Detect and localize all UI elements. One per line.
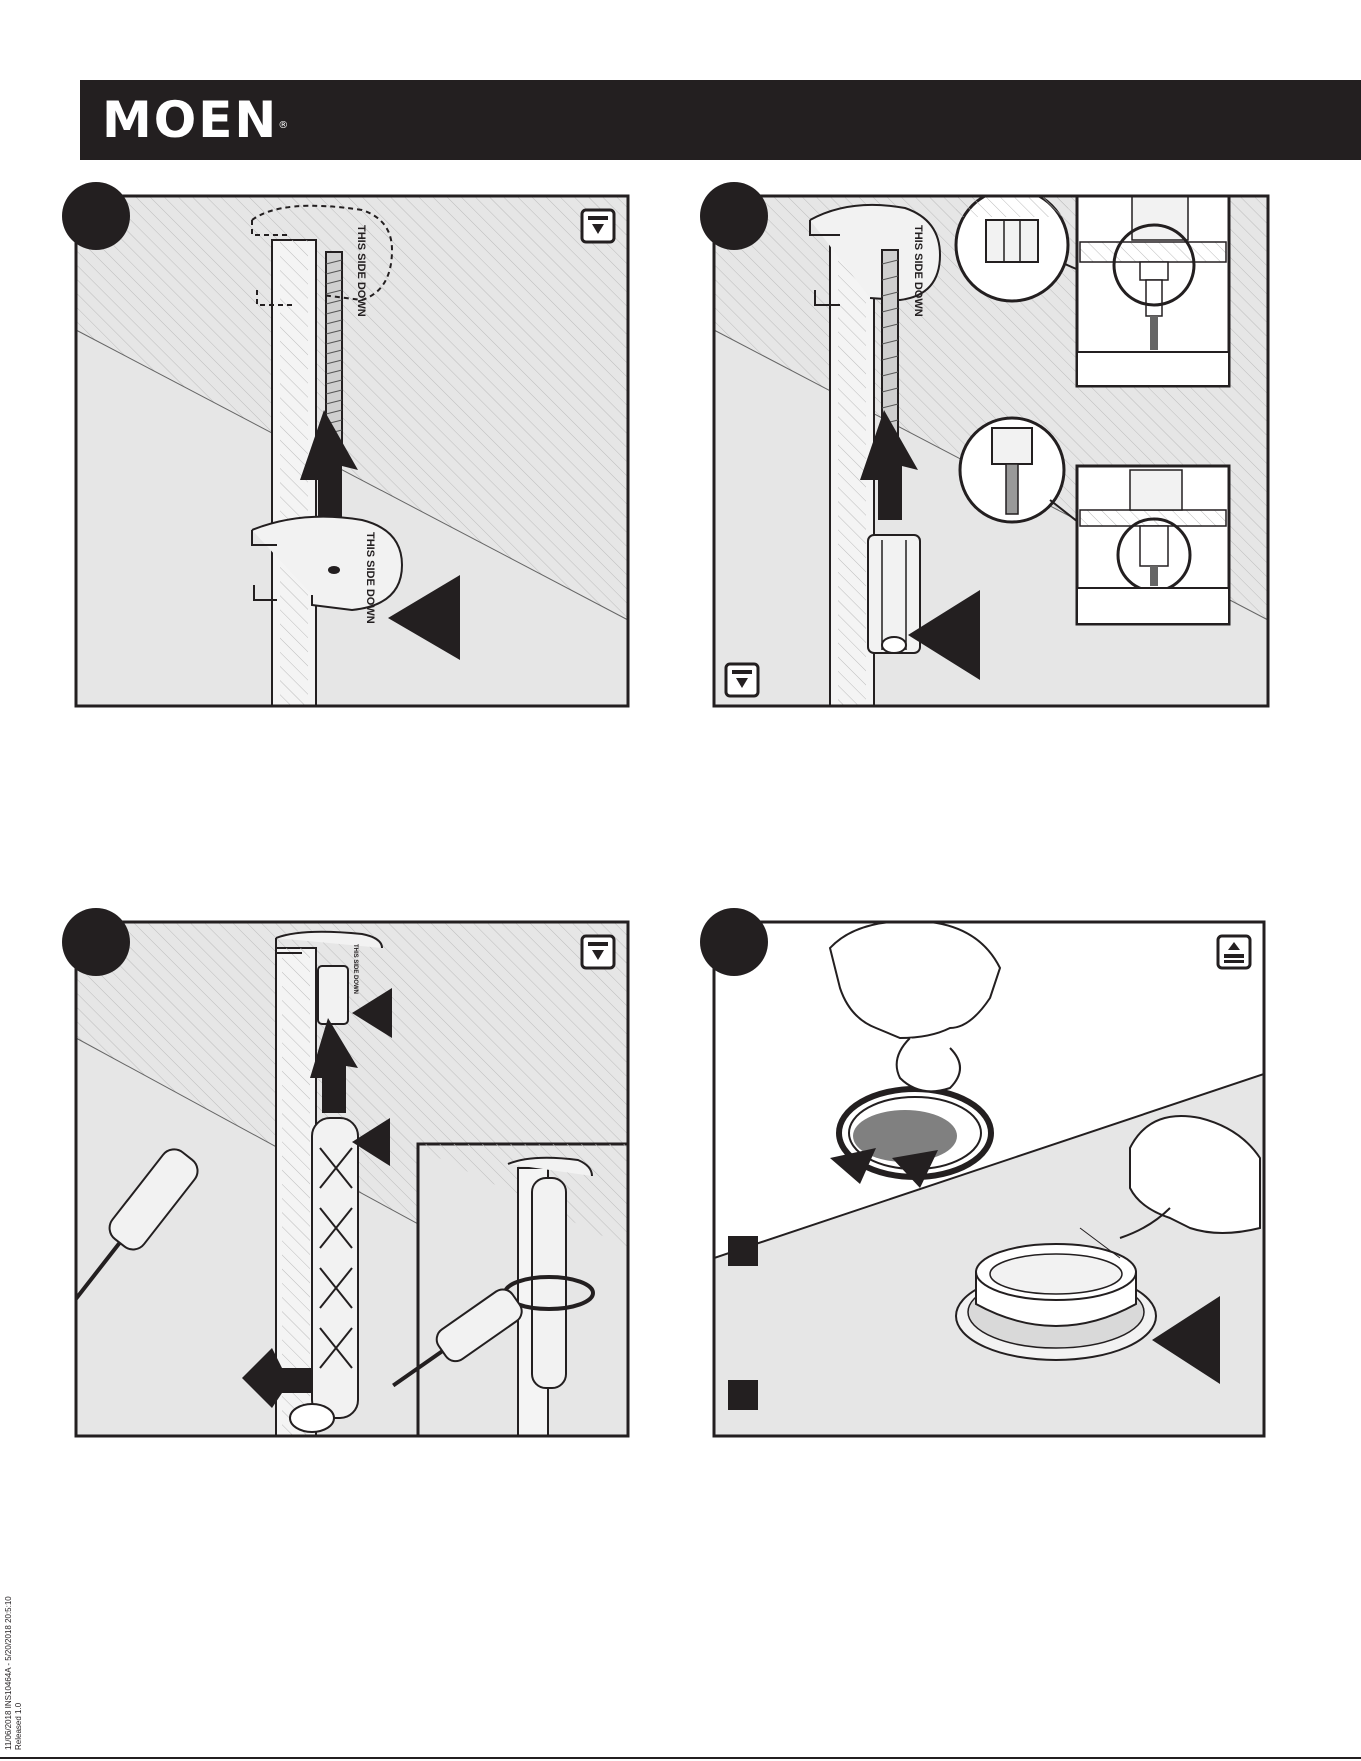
label-this-side-down: THIS SIDE DOWN [364,532,376,624]
label-this-side-down: THIS SIDE DOWN [355,225,367,317]
header-bar: MOEN® [80,80,1361,160]
under-sink-icon [582,936,614,968]
brand-logo: MOEN® [102,88,290,152]
above-sink-icon [1218,936,1250,968]
step-panel-4 [700,908,1280,1448]
step-panel-2: THIS SIDE DOWN [700,180,1280,720]
document-code: 11/06/2018 INS10464A - 5/20/2018 20:5:10… [4,1640,24,1755]
step-badge-3 [62,908,130,976]
step-panel-1: THIS SIDE DOWN THIS SIDE DOWN [62,180,640,720]
label-this-side-down: THIS SIDE DOWN [912,225,924,317]
step-badge-4 [700,908,768,976]
under-sink-icon [726,664,758,696]
bottom-rule [0,1757,1361,1759]
step-badge-2 [700,182,768,250]
label-this-side-down: THIS SIDE DOWN [352,944,358,994]
step-panel-3: THIS SIDE DOWN [62,908,640,1448]
step-badge-1 [62,182,130,250]
under-sink-icon [582,210,614,242]
